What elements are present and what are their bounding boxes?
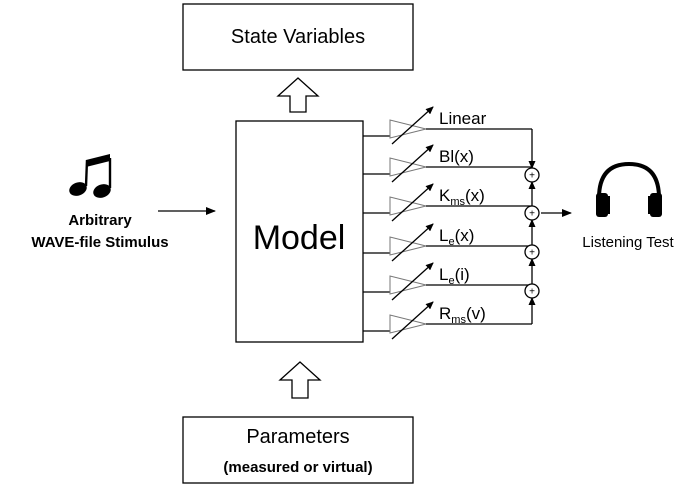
model-label: Model	[253, 219, 346, 257]
channel-label: Linear	[439, 109, 487, 128]
stimulus-line1: Arbitrary	[68, 212, 132, 229]
variable-gain-arrow	[391, 144, 434, 183]
variable-gain-arrow	[391, 262, 434, 301]
state-hollow-arrow	[276, 77, 320, 113]
variable-gain-arrow	[391, 301, 434, 340]
channel-label: Bl(x)	[439, 147, 474, 166]
summing-symbol: +	[529, 287, 535, 298]
channel-label: Rms(v)	[439, 304, 486, 326]
stimulus-line2: WAVE-file Stimulus	[31, 234, 168, 251]
model-box: Model	[235, 120, 364, 343]
channel-label: Kms(x)	[439, 186, 485, 208]
summing-symbol: +	[529, 248, 535, 259]
channel-label: Le(x)	[439, 226, 474, 248]
summing-junction	[524, 205, 540, 221]
parameters-box: Parameters (measured or virtual)	[182, 416, 414, 484]
params-hollow-arrow	[278, 361, 322, 399]
music-note-icon	[69, 154, 112, 198]
parameters-label: Parameters	[246, 426, 349, 448]
parameters-sublabel: (measured or virtual)	[223, 459, 372, 476]
state-variables-box: State Variables	[182, 3, 414, 71]
summing-junction	[524, 244, 540, 260]
summing-symbol: +	[529, 209, 535, 220]
channel-label: Le(i)	[439, 265, 470, 287]
summing-junction	[524, 283, 540, 299]
variable-gain-arrow	[391, 223, 434, 262]
summing-junction	[524, 167, 540, 183]
summing-symbol: +	[529, 171, 535, 182]
headphones-icon	[596, 161, 662, 217]
variable-gain-arrow	[391, 183, 434, 222]
listening-test-label: Listening Test	[582, 234, 674, 251]
state-variables-label: State Variables	[231, 26, 365, 48]
variable-gain-arrow	[391, 106, 434, 145]
